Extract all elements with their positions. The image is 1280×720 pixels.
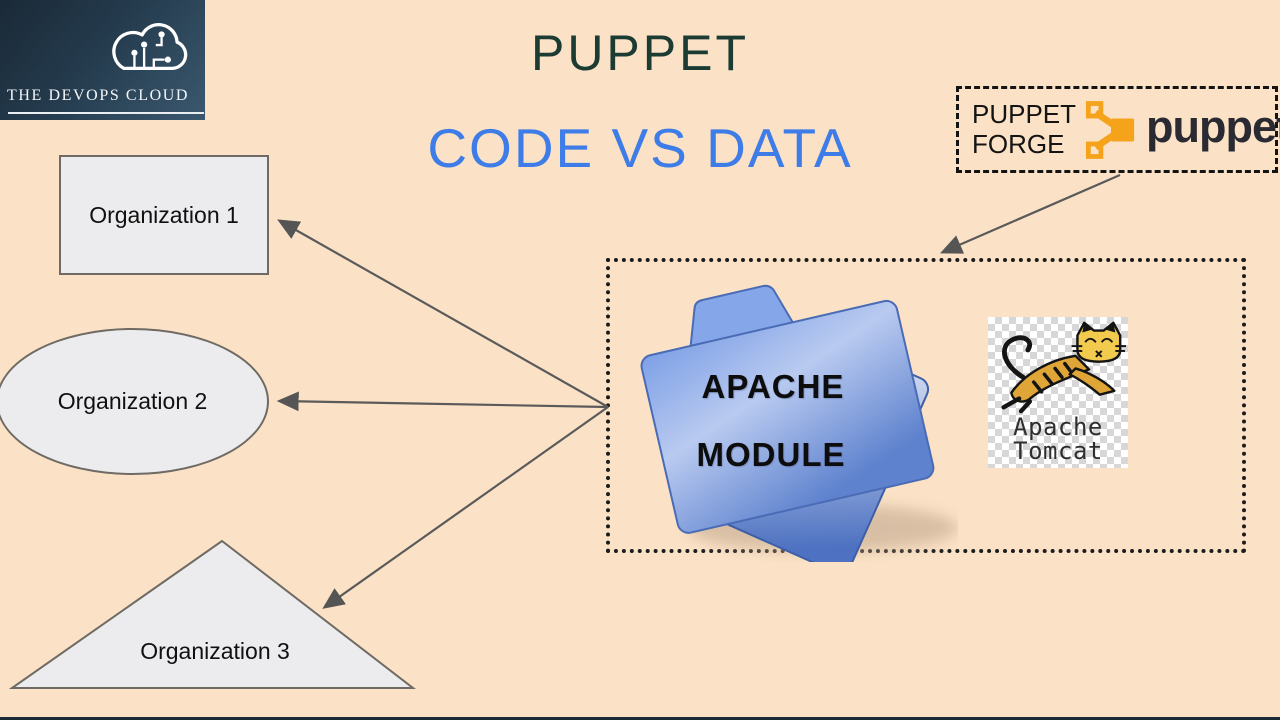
org3-label: Organization 3 bbox=[140, 638, 290, 664]
bottom-edge-strip bbox=[0, 717, 1280, 720]
brand-name: THE DEVOPS CLOUD bbox=[7, 87, 190, 104]
org3-triangle bbox=[8, 539, 416, 689]
arrow-forge-to-module bbox=[939, 173, 1121, 254]
folder-icon bbox=[640, 284, 958, 562]
folder-label-line1: APACHE bbox=[701, 368, 845, 405]
page-title: PUPPET bbox=[530, 25, 750, 81]
folder-label-line2: MODULE bbox=[696, 436, 846, 473]
puppet-logo-icon bbox=[1085, 100, 1135, 159]
puppet-forge-box: PUPPET FORGE puppet bbox=[956, 86, 1280, 173]
page-subtitle: CODE VS DATA bbox=[427, 117, 853, 179]
org1-label: Organization 1 bbox=[89, 201, 239, 228]
tomcat-caption: Apache Tomcat bbox=[1013, 415, 1103, 464]
tomcat-logo: Apache Tomcat bbox=[988, 317, 1128, 468]
puppet-forge-line1: PUPPET bbox=[972, 99, 1077, 130]
tomcat-caption-line1: Apache bbox=[1013, 413, 1103, 441]
puppet-forge-label: PUPPET FORGE bbox=[972, 99, 1077, 159]
org2-label: Organization 2 bbox=[57, 388, 208, 414]
puppet-forge-line2: FORGE bbox=[972, 128, 1065, 159]
puppet-wordmark: puppet bbox=[1146, 100, 1280, 152]
brand-underline bbox=[8, 112, 204, 114]
org1-rectangle: Organization 1 bbox=[59, 155, 269, 275]
arrow-to-org2 bbox=[276, 391, 609, 412]
devops-cloud-icon bbox=[112, 23, 188, 71]
tomcat-caption-line2: Tomcat bbox=[1013, 437, 1103, 466]
tomcat-cat-icon bbox=[1001, 321, 1126, 414]
org2-ellipse: Organization 2 bbox=[0, 328, 269, 475]
arrow-to-org1 bbox=[277, 219, 609, 408]
brand-plate: THE DEVOPS CLOUD bbox=[0, 0, 205, 120]
